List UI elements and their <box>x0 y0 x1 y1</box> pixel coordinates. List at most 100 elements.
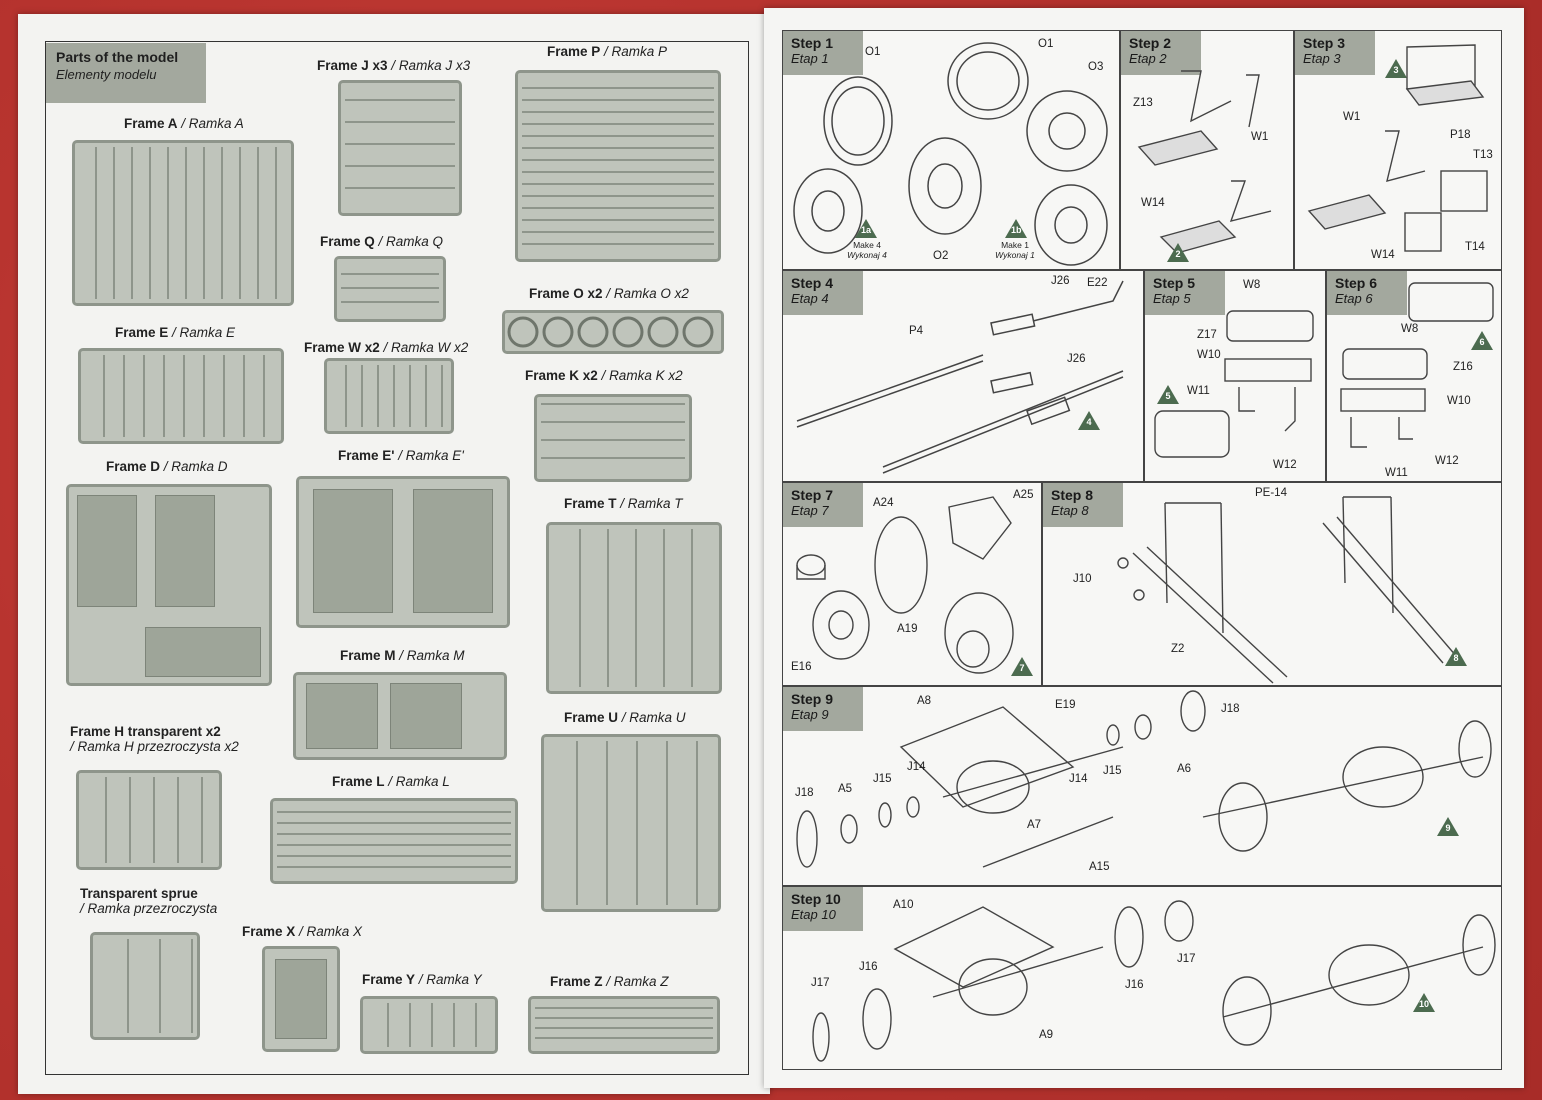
step-badge: 2 <box>1167 243 1189 262</box>
step-1-wheels <box>793 42 1108 266</box>
sprue-u <box>541 734 721 912</box>
step-1-part: O1 <box>1038 38 1054 50</box>
step-3-steps <box>1307 44 1488 252</box>
step-6-part: W10 <box>1447 395 1471 407</box>
sprue-o-wheels <box>507 316 714 348</box>
step-9-part: A7 <box>1027 819 1042 831</box>
step-5-part: W10 <box>1197 349 1221 361</box>
step-5-part: W12 <box>1273 459 1297 471</box>
step-badge: 1b <box>1005 219 1027 238</box>
frame-label-transparent: Transparent sprue/ Ramka przezroczysta <box>80 886 218 916</box>
step-9-part: A5 <box>838 783 853 795</box>
step-7-part: E16 <box>791 661 812 673</box>
step-10-axle <box>812 900 1496 1062</box>
step-3-part: P18 <box>1450 129 1471 141</box>
step-badge: 6 <box>1471 331 1493 350</box>
step-9-part: A8 <box>917 695 932 707</box>
frame-label-t: Frame T / Ramka T <box>564 496 683 511</box>
frame-label-o: Frame O x2 / Ramka O x2 <box>529 286 689 301</box>
step-4-part: E22 <box>1087 277 1108 289</box>
step-4-part: P4 <box>909 325 924 337</box>
step-10-part: J16 <box>859 961 878 973</box>
step-6-part: W12 <box>1435 455 1459 467</box>
frame-label-w: Frame W x2 / Ramka W x2 <box>304 340 469 355</box>
step-badge: 1a <box>855 219 877 238</box>
frame-label-m: Frame M / Ramka M <box>340 648 465 663</box>
step-5-part: Z17 <box>1197 329 1217 341</box>
step-badge: 7 <box>1011 657 1033 676</box>
frame-label-h: Frame H transparent x2/ Ramka H przezroc… <box>70 724 239 754</box>
frame-label-p: Frame P / Ramka P <box>547 44 668 59</box>
step-10-part: J16 <box>1125 979 1144 991</box>
step-6-part: W11 <box>1385 467 1408 479</box>
sprue-w <box>324 358 454 434</box>
step-6-part: Z16 <box>1453 361 1473 373</box>
step-3-part: W14 <box>1371 249 1395 261</box>
step-6-tank <box>1340 282 1494 448</box>
step-2-part: W14 <box>1141 197 1165 209</box>
step-2-steps <box>1137 70 1272 254</box>
step-badge: 8 <box>1445 647 1467 666</box>
sprue-z <box>528 996 720 1054</box>
step-10-part: A10 <box>893 899 914 911</box>
step-10-part: J17 <box>811 977 830 989</box>
frame-label-d: Frame D / Ramka D <box>106 459 228 474</box>
parts-page-border <box>45 41 749 1075</box>
frame-label-a: Frame A / Ramka A <box>124 116 244 131</box>
step-badge: 10 <box>1413 993 1435 1012</box>
frame-label-l: Frame L / Ramka L <box>332 774 450 789</box>
sprue-transparent <box>90 932 200 1040</box>
step-badge: 9 <box>1437 817 1459 836</box>
frame-label-y: Frame Y / Ramka Y <box>362 972 482 987</box>
step-7-part: A19 <box>897 623 918 635</box>
step-9-part: J18 <box>795 787 814 799</box>
sprue-q <box>334 256 446 322</box>
sprue-l <box>270 798 518 884</box>
step-7-part: A25 <box>1013 489 1034 501</box>
sprue-e-prime <box>296 476 510 628</box>
step-badge: 3 <box>1385 59 1407 78</box>
sprue-y <box>360 996 498 1054</box>
frame-label-z: Frame Z / Ramka Z <box>550 974 669 989</box>
sprue-k <box>534 394 692 482</box>
frame-label-x: Frame X / Ramka X <box>242 924 363 939</box>
parts-page: Parts of the model Elementy modelu Frame… <box>18 14 770 1094</box>
sprue-t <box>546 522 722 694</box>
step-9-part: A15 <box>1089 861 1110 873</box>
step-10-part: J17 <box>1177 953 1196 965</box>
step-2-part: W1 <box>1251 131 1269 143</box>
sprue-d <box>66 484 272 686</box>
sprue-a <box>72 140 294 306</box>
sprue-m <box>293 672 507 760</box>
sprue-e <box>78 348 284 444</box>
step-5-tank <box>1154 310 1314 458</box>
frame-label-e: Frame E / Ramka E <box>115 325 236 340</box>
step-badge: 5 <box>1157 385 1179 404</box>
sprue-o <box>502 310 724 354</box>
step-1-part: O2 <box>933 250 949 262</box>
step-7-wheel-hub <box>796 496 1014 674</box>
step-9-part: A6 <box>1177 763 1192 775</box>
step-8-frame-rail <box>1117 496 1458 684</box>
step-9-part: J15 <box>873 773 892 785</box>
step-10-part: A9 <box>1039 1029 1054 1041</box>
step-1-part: O3 <box>1088 61 1104 73</box>
